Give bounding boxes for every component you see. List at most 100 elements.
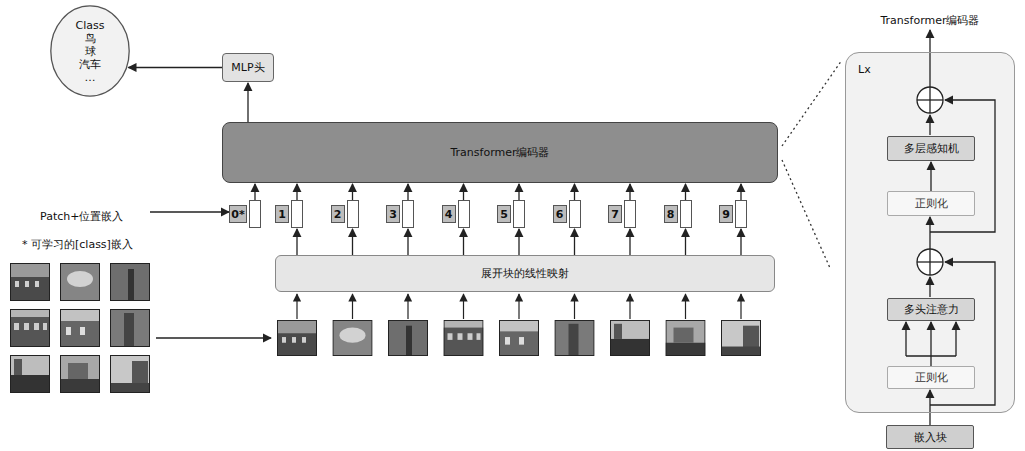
residual-wiring bbox=[930, 30, 995, 405]
connector-line bbox=[254, 184, 255, 200]
token-number-box: 4 bbox=[442, 205, 456, 223]
norm-box: 正则化 bbox=[887, 366, 975, 389]
connector bbox=[297, 184, 298, 200]
token-embedding: 5 bbox=[497, 200, 525, 228]
panel-fill bbox=[845, 52, 1015, 413]
connector bbox=[574, 184, 575, 200]
attention-box: 多头注意力 bbox=[887, 298, 975, 321]
patch-embedding-bar bbox=[458, 200, 470, 228]
connector bbox=[741, 184, 742, 200]
patch-embedding-bar bbox=[624, 200, 636, 228]
connector bbox=[906, 322, 956, 366]
repeat-label: Lx bbox=[858, 63, 871, 76]
encoder-title: Transformer编码器 bbox=[880, 14, 979, 27]
connector bbox=[931, 162, 932, 191]
mlp-head-box: MLP头 bbox=[222, 53, 274, 82]
connector-line bbox=[296, 229, 297, 255]
add-symbol bbox=[917, 87, 943, 113]
token-embedding: 8 bbox=[664, 200, 692, 228]
connector-line bbox=[247, 83, 248, 122]
connector bbox=[685, 229, 686, 255]
encoder-panel: Lx多层感知机正则化多头注意力正则化 bbox=[845, 52, 1015, 413]
connector-line bbox=[629, 184, 630, 200]
connector-line bbox=[930, 162, 931, 191]
encoder-title: Transformer编码器 bbox=[860, 9, 1000, 28]
patch-embedding-bar bbox=[680, 200, 692, 228]
connector-line bbox=[629, 229, 630, 255]
token-embedding: 4 bbox=[442, 200, 470, 228]
patch-embedding-bar bbox=[402, 200, 414, 228]
patch-arrows bbox=[297, 294, 741, 319]
token-number: 4 bbox=[445, 208, 453, 221]
patch-embedding-bar bbox=[513, 200, 525, 228]
box-label: 正则化 bbox=[915, 197, 948, 210]
connector-line bbox=[352, 229, 353, 255]
connector bbox=[630, 184, 631, 200]
patch-embedding-bar bbox=[249, 200, 261, 228]
token-number-box: 6 bbox=[553, 205, 567, 223]
connector-line bbox=[407, 184, 408, 200]
token-embedding: 1 bbox=[275, 200, 303, 228]
class-name: 球 bbox=[85, 45, 96, 58]
token-embedding: 3 bbox=[386, 200, 414, 228]
token-number: 3 bbox=[389, 208, 397, 221]
flatten-arrow bbox=[156, 337, 271, 338]
token-number-box: 5 bbox=[497, 205, 511, 223]
connector bbox=[408, 229, 409, 255]
connector bbox=[685, 184, 686, 200]
class-token-note: * 可学习的[class]嵌入 bbox=[22, 233, 133, 252]
box-label: 多头注意力 bbox=[904, 303, 959, 316]
token-number: 0* bbox=[231, 208, 244, 221]
class-token-note: * 可学习的[class]嵌入 bbox=[22, 238, 133, 251]
image-grid bbox=[10, 263, 150, 393]
zoom-line bbox=[782, 160, 830, 268]
connector-line bbox=[930, 322, 931, 356]
token-number-box: 9 bbox=[719, 205, 733, 223]
token-number: 8 bbox=[667, 208, 675, 221]
token-number: 2 bbox=[334, 208, 342, 221]
connector-line bbox=[518, 184, 519, 200]
patch-embedding-bar bbox=[291, 200, 303, 228]
token-number: 5 bbox=[500, 208, 508, 221]
connector-line bbox=[740, 184, 741, 200]
projection-box: 展开块的线性映射 bbox=[275, 255, 775, 292]
connector-line bbox=[574, 184, 575, 200]
connector bbox=[128, 67, 222, 68]
connector bbox=[248, 83, 249, 122]
connector-line bbox=[463, 229, 464, 255]
connector-line bbox=[518, 229, 519, 255]
connector bbox=[519, 229, 520, 255]
class-name: 汽车 bbox=[79, 58, 101, 71]
class-ellipse: Class鸟球汽车… bbox=[50, 5, 130, 97]
connector-line bbox=[930, 356, 931, 366]
token-number-box: 0* bbox=[229, 205, 247, 223]
token-number: 7 bbox=[611, 208, 619, 221]
connector-line bbox=[128, 67, 222, 68]
patch-row bbox=[277, 320, 761, 356]
token-embedding: 0* bbox=[229, 200, 261, 228]
embedding-box: 嵌入块 bbox=[886, 425, 974, 449]
box-label: 多层感知机 bbox=[904, 142, 959, 155]
class-name: … bbox=[85, 71, 96, 84]
connector bbox=[463, 184, 464, 200]
token-embedding: 2 bbox=[331, 200, 359, 228]
connector-line bbox=[740, 229, 741, 255]
token-embedding: 6 bbox=[553, 200, 581, 228]
token-number: 6 bbox=[556, 208, 564, 221]
mlp-box: 多层感知机 bbox=[887, 136, 975, 161]
embedding-label: Patch+位置嵌入 bbox=[40, 210, 123, 223]
connector-line bbox=[574, 229, 575, 255]
connector bbox=[741, 229, 742, 255]
class-name: 鸟 bbox=[85, 32, 96, 45]
connector-line bbox=[685, 229, 686, 255]
add-symbol bbox=[917, 249, 943, 275]
connector-line bbox=[905, 322, 906, 356]
connector-line bbox=[352, 184, 353, 200]
connector bbox=[930, 390, 931, 425]
zoom-line bbox=[782, 60, 842, 146]
token-number-box: 2 bbox=[331, 205, 345, 223]
token-number-box: 1 bbox=[275, 205, 289, 223]
connector-line bbox=[407, 229, 408, 255]
box-label: Transformer编码器 bbox=[450, 146, 549, 159]
